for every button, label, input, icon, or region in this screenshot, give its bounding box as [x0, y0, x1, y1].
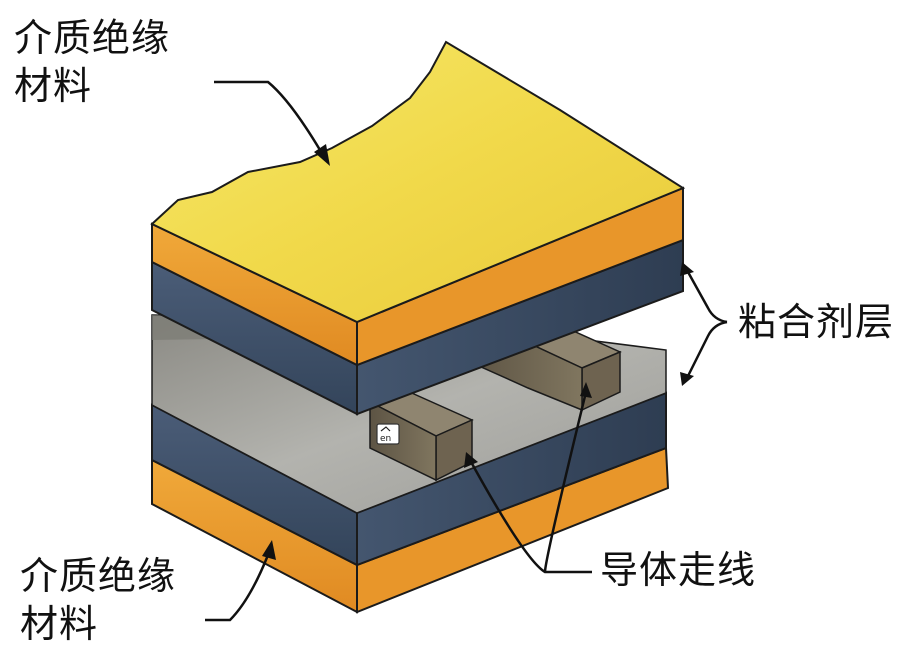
- label-bottom-dielectric-line1: 介质绝缘: [20, 554, 177, 598]
- label-top-dielectric-line1: 介质绝缘: [14, 16, 171, 60]
- badge-text: en: [380, 434, 391, 444]
- pointer-top-dielectric: [214, 80, 322, 151]
- pointers: [205, 80, 728, 622]
- pointer-bottom-dielectric: [205, 554, 270, 622]
- top-block: [150, 40, 686, 416]
- conductor-trace-front-side: [369, 400, 437, 482]
- label-adhesive-text: 粘合剂层: [738, 300, 895, 344]
- label-top-dielectric-line2: 材料: [14, 64, 93, 108]
- label-conductor: 导体走线: [600, 546, 756, 594]
- pointer-adhesive-brace: [686, 271, 728, 324]
- label-conductor-text: 导体走线: [600, 548, 757, 592]
- label-bottom-dielectric: 介质绝缘 材料: [20, 552, 176, 648]
- top-dielectric-surface: [150, 40, 686, 324]
- label-adhesive: 粘合剂层: [738, 298, 894, 346]
- translate-badge-icon: en: [376, 423, 400, 445]
- pointer-conductor: [468, 459, 592, 574]
- label-top-dielectric: 介质绝缘 材料: [14, 14, 170, 110]
- label-bottom-dielectric-line2: 材料: [20, 602, 99, 646]
